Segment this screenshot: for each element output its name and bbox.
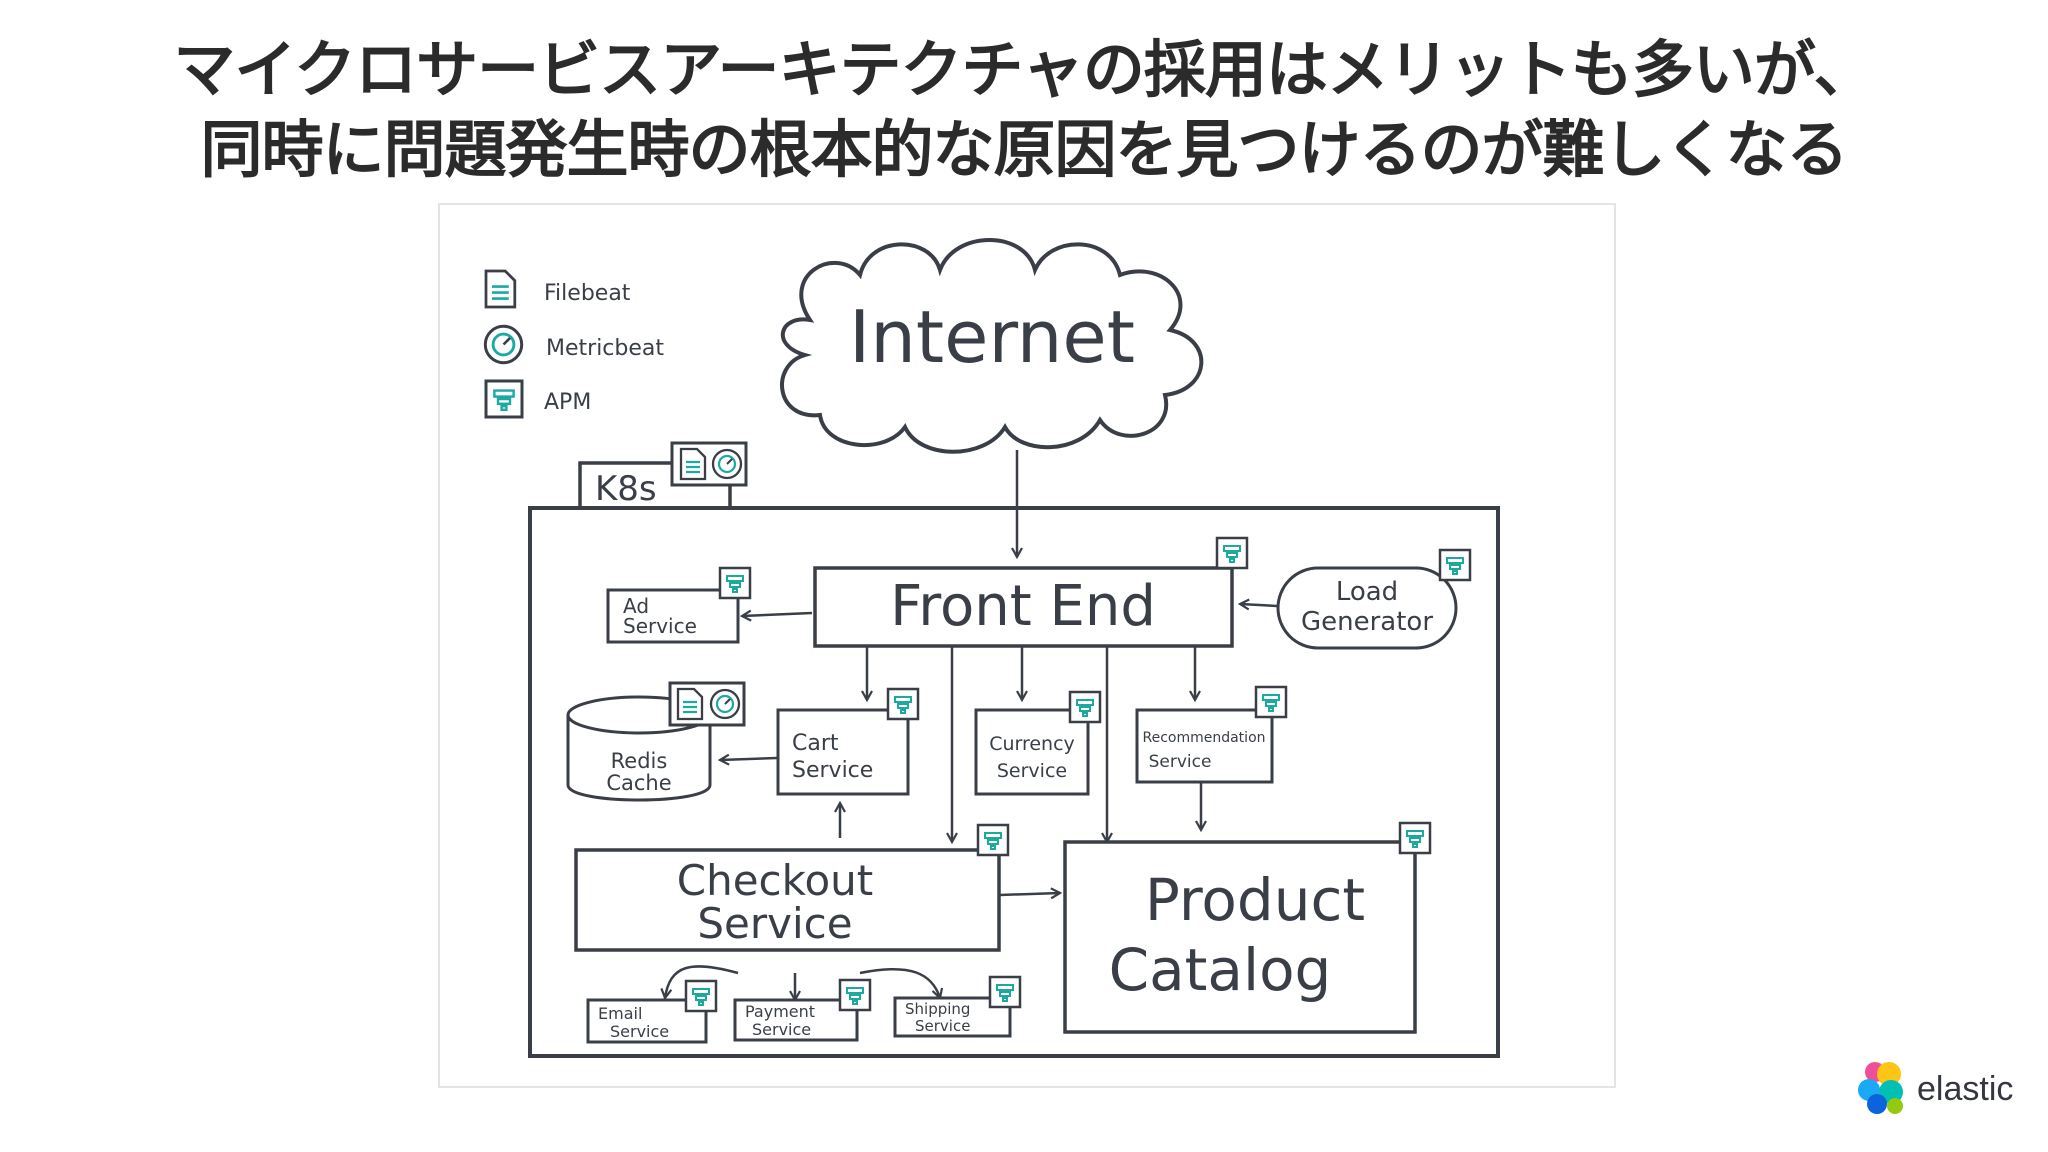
load-generator-node: Load Generator <box>1276 548 1472 650</box>
front-end-label: Front End <box>890 574 1156 639</box>
slide-title: マイクロサービスアーキテクチャの採用はメリットも多いが、 同時に問題発生時の根本… <box>0 30 2048 190</box>
load-generator-line2: Generator <box>1301 607 1433 637</box>
product-catalog-line1: Product <box>1145 866 1365 934</box>
redis-cache-node: Redis Cache <box>566 681 746 802</box>
recommendation-service-node: Recommendation Service <box>1135 685 1288 784</box>
email-service-node: Email Service <box>586 979 718 1044</box>
internet-label: Internet <box>849 295 1135 379</box>
redis-line2: Cache <box>606 771 671 795</box>
email-line2: Service <box>610 1022 669 1041</box>
product-catalog-node: Product Catalog <box>1063 821 1432 1034</box>
title-line-1: マイクロサービスアーキテクチャの採用はメリットも多いが、 <box>173 33 1875 106</box>
ad-service-line2: Service <box>623 614 697 638</box>
payment-line1: Payment <box>745 1002 815 1021</box>
cart-line1: Cart <box>792 731 839 756</box>
title-line-2: 同時に問題発生時の根本的な原因を見つけるのが難しくなる <box>200 113 1848 186</box>
filebeat-icon <box>484 269 517 309</box>
legend-filebeat: Filebeat <box>544 281 631 306</box>
k8s-cluster: K8s <box>528 441 1500 1058</box>
elastic-wordmark: elastic <box>1917 1070 2014 1108</box>
redis-line1: Redis <box>611 749 668 773</box>
currency-service-node: Currency Service <box>974 690 1102 796</box>
legend-apm: APM <box>544 390 591 415</box>
shipping-service-node: Shipping Service <box>893 975 1022 1038</box>
ad-service-line1: Ad <box>623 594 649 618</box>
payment-service-node: Payment Service <box>733 978 872 1042</box>
cart-service-node: Cart Service <box>776 687 920 796</box>
front-end-node: Front End <box>813 536 1249 648</box>
currency-line2: Service <box>997 760 1067 782</box>
payment-line2: Service <box>752 1020 811 1039</box>
checkout-line1: Checkout <box>677 856 874 905</box>
checkout-service-node: Checkout Service <box>574 823 1010 952</box>
product-catalog-line2: Catalog <box>1109 936 1332 1004</box>
architecture-diagram: Filebeat Metricbeat APM Internet K8s <box>438 203 1616 1088</box>
elastic-logo: elastic <box>1855 1060 2035 1120</box>
internet-cloud: Internet <box>780 238 1204 454</box>
email-line1: Email <box>598 1004 642 1023</box>
legend-metricbeat: Metricbeat <box>546 336 664 361</box>
currency-line1: Currency <box>989 733 1075 755</box>
metricbeat-icon <box>483 324 524 365</box>
shipping-line1: Shipping <box>905 1000 970 1018</box>
checkout-line2: Service <box>697 899 852 948</box>
apm-icon <box>484 379 524 419</box>
ad-service-node: Ad Service <box>606 566 752 644</box>
recommendation-line1: Recommendation <box>1142 730 1265 746</box>
connections <box>665 450 1278 1000</box>
shipping-line2: Service <box>915 1017 970 1035</box>
recommendation-line2: Service <box>1149 752 1212 772</box>
load-generator-line1: Load <box>1336 577 1398 607</box>
cart-line2: Service <box>792 758 873 783</box>
legend: Filebeat Metricbeat APM <box>483 269 664 419</box>
elastic-logo-icon <box>1858 1062 1903 1114</box>
k8s-label: K8s <box>595 469 657 509</box>
